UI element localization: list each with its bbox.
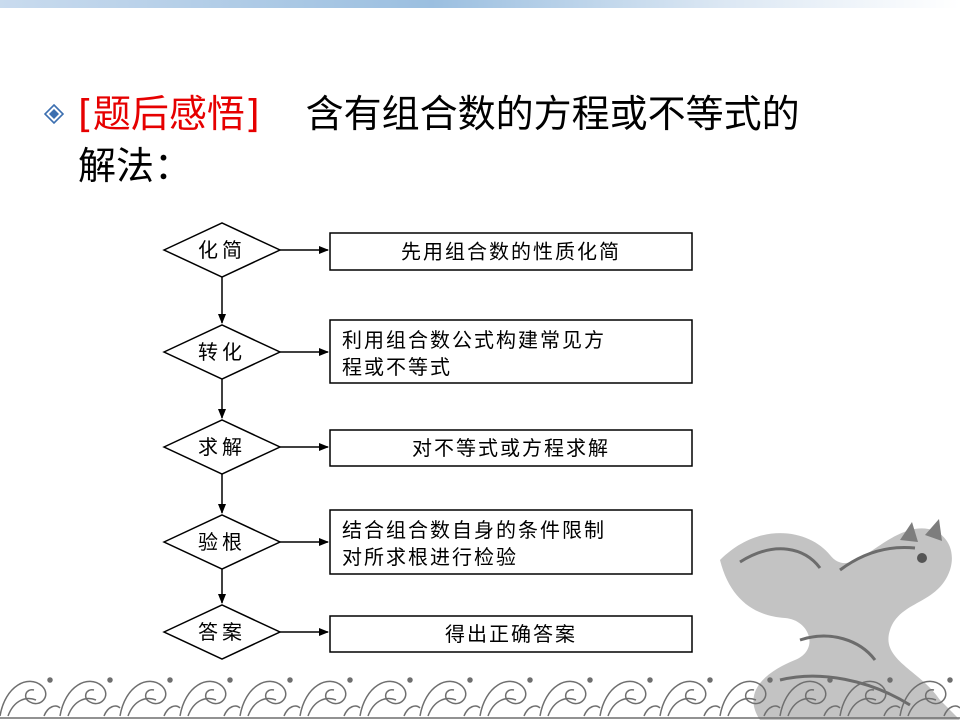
box-text-line: 程或不等式	[342, 355, 452, 379]
top-accent-bar	[0, 0, 960, 8]
wave-border	[0, 677, 960, 719]
title-tag: [题后感悟]	[78, 92, 260, 136]
box-text-line: 先用组合数的性质化简	[401, 240, 621, 264]
step-label: 转化	[198, 340, 246, 364]
step-label: 答案	[198, 620, 246, 644]
step-box-2	[329, 319, 693, 384]
step-box-4	[329, 509, 693, 575]
step-label: 化简	[198, 238, 246, 262]
box-text-line: 利用组合数公式构建常见方	[342, 328, 606, 352]
step-box-1	[329, 232, 693, 271]
step-box-5	[329, 615, 693, 653]
title-text: [题后感悟] 含有组合数的方程或不等式的解法：	[78, 88, 918, 192]
dragon-illustration	[720, 519, 960, 720]
box-text-line: 结合组合数自身的条件限制	[342, 518, 606, 542]
step-label: 求解	[198, 435, 246, 459]
box-text-line: 对不等式或方程求解	[412, 436, 610, 460]
box-text-line: 得出正确答案	[445, 622, 577, 646]
title-line1: 含有组合数的方程或不等式的	[305, 92, 800, 136]
title-line2: 解法：	[78, 144, 193, 188]
diamond-bullet-icon	[44, 104, 64, 124]
step-label: 验根	[198, 530, 246, 554]
box-text-line: 对所求根进行检验	[342, 545, 518, 569]
step-box-3	[329, 429, 693, 467]
